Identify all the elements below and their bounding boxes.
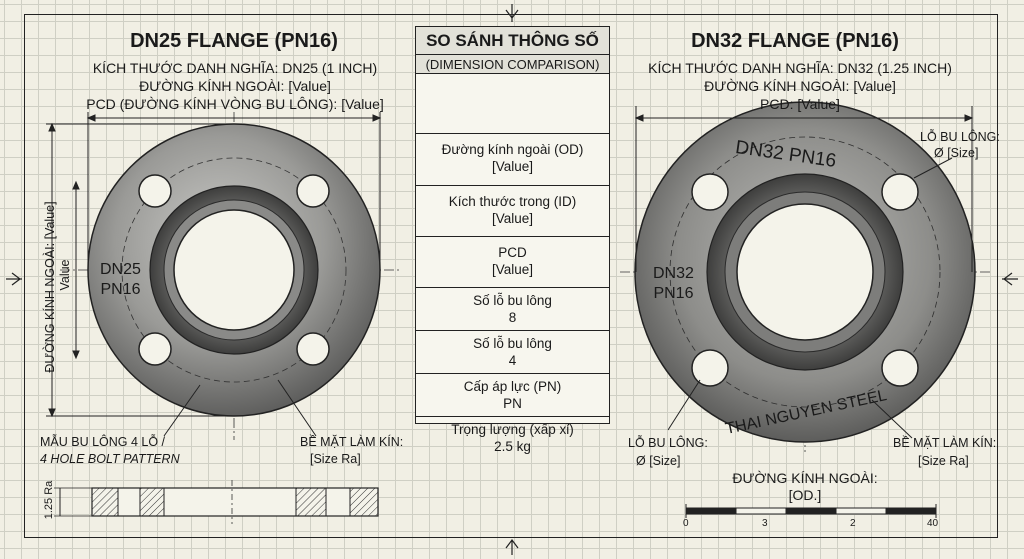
row-label: Trọng lượng (xấp xỉ) [451,422,574,437]
right-marking: DN32 PN16 [653,264,694,304]
left-flange [46,112,400,524]
row-label: PCD [498,245,527,260]
left-marking: DN25 PN16 [100,260,141,300]
table-row: Đường kính ngoài (OD) [Value] [416,134,609,186]
left-pcd: PCD (ĐƯỜNG KÍNH VÒNG BU LÔNG): [Value] [86,96,384,112]
right-title: DN32 FLANGE (PN16) [691,30,899,52]
left-nominal-size: KÍCH THƯỚC DANH NGHĨA: DN25 (1 INCH) [92,60,378,76]
scale-label: 0 [683,518,689,529]
left-pcd-circle [121,157,347,383]
right-bolt-hole-bottom-value: Ø [Size] [636,454,681,468]
row-value: [Value] [491,262,534,277]
right-flange [620,101,990,518]
right-sealing-value: [Size Ra] [918,454,969,468]
scale-label: 3 [762,518,768,529]
left-section-view [54,480,379,524]
row-value: 2.5 kg [494,439,531,454]
table-row: Số lỗ bu lông 8 [416,288,609,331]
right-pcd-circle [669,136,941,408]
row-value: [Value] [491,159,534,174]
right-od-bottom-label: ĐƯỜNG KÍNH NGOÀI: [732,470,878,486]
table-row: PCD [Value] [416,237,609,288]
table-header-en: (DIMENSION COMPARISON) [416,54,609,72]
row-value: 4 [508,353,517,368]
right-bolt-holes [691,173,919,387]
right-marking-line1: DN32 [653,265,694,282]
left-marking-line2: PN16 [100,281,141,298]
table-row: Số lỗ bu lông 4 [416,331,609,374]
table-row: Cấp áp lực (PN) PN [416,374,609,417]
row-label: Số lỗ bu lông [473,293,552,308]
right-sealing-label: BỀ MẶT LÀM KÍN: [893,436,997,450]
right-outer-diameter: ĐƯỜNG KÍNH NGOÀI: [Value] [704,78,896,94]
left-vertical-od: ĐƯỜNG KÍNH NGOÀI: [Value] [43,201,57,373]
row-label: Đường kính ngoài (OD) [441,142,584,157]
left-outer-diameter: ĐƯỜNG KÍNH NGOÀI: [Value] [139,78,331,94]
sheet-border [24,14,998,538]
table-blank-row [416,74,609,134]
left-bore [173,209,295,331]
row-value: [Value] [491,211,534,226]
scale-bar [685,504,937,518]
left-vertical-value: Value [58,259,72,291]
table-header-vi: SO SÁNH THÔNG SỐ [426,31,599,50]
left-bolt-pattern-en: 4 HOLE BOLT PATTERN [40,452,180,466]
right-od-bottom-value: [OD.] [788,487,822,503]
comparison-table: SO SÁNH THÔNG SỐ (DIMENSION COMPARISON) … [415,26,610,454]
row-label: Cấp áp lực (PN) [463,379,562,394]
scale-label: 2 [850,518,856,529]
row-value: PN [503,396,522,411]
left-title: DN25 FLANGE (PN16) [130,30,338,52]
row-label: Kích thước trong (ID) [448,194,577,209]
left-bolt-holes [138,174,330,366]
scale-label: 40 [927,518,939,529]
left-thickness: 1.25 Ra [43,480,55,520]
table-header: SO SÁNH THÔNG SỐ (DIMENSION COMPARISON) [416,27,609,74]
right-bolt-hole-top-label: LỖ BU LÔNG: [920,130,1000,144]
right-bolt-hole-bottom-label: LỖ BU LÔNG: [628,436,708,450]
table-row: Kích thước trong (ID) [Value] [416,186,609,237]
right-nominal-size: KÍCH THƯỚC DANH NGHĨA: DN32 (1.25 INCH) [648,60,952,76]
row-value: 8 [508,310,517,325]
right-pcd: PCD: [Value] [760,96,840,112]
right-bolt-hole-top-value: Ø [Size] [934,146,979,160]
left-sealing-value: [Size Ra] [310,452,361,466]
right-marking-line2: PN16 [653,285,694,302]
left-marking-line1: DN25 [100,261,141,278]
left-bolt-pattern-vi: MẪU BU LÔNG 4 LỖ / [40,435,166,449]
table-row: Trọng lượng (xấp xỉ) 2.5 kg [416,417,609,460]
left-sealing-label: BỀ MẶT LÀM KÍN: [300,435,404,449]
row-label: Số lỗ bu lông [473,336,552,351]
right-bore [736,203,874,341]
center-marks [6,4,1018,555]
